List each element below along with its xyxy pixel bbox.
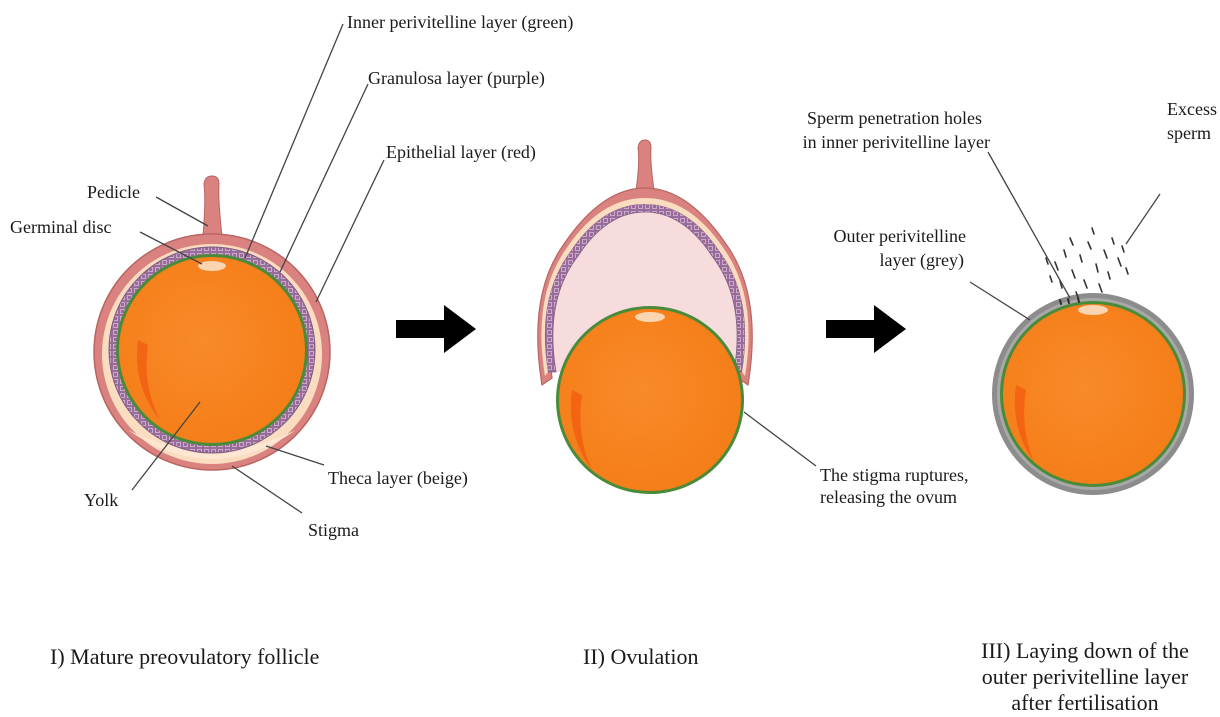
label-outer-perivitelline-1: Outer perivitelline — [834, 226, 966, 246]
leader-pedicle — [156, 197, 208, 226]
label-granulosa: Granulosa layer (purple) — [368, 68, 545, 89]
label-sperm-holes-1: Sperm penetration holes — [807, 108, 982, 128]
leader-sperm-holes — [988, 152, 1070, 298]
label-inner-perivitelline: Inner perivitelline layer (green) — [347, 12, 573, 33]
label-yolk: Yolk — [84, 490, 118, 510]
panel-fertilised-ovum — [992, 293, 1194, 495]
caption-panel-3-line-1: III) Laying down of the — [981, 638, 1189, 663]
caption-panel-2: II) Ovulation — [583, 644, 698, 669]
label-epithelial: Epithelial layer (red) — [386, 142, 536, 163]
germinal-disc-2 — [635, 312, 665, 322]
excess-sperm-cluster — [1046, 228, 1128, 297]
label-outer-perivitelline-2: layer (grey) — [880, 250, 964, 271]
label-pedicle: Pedicle — [87, 182, 140, 202]
label-stigma-ruptures-2: releasing the ovum — [820, 487, 957, 507]
panel-mature-follicle — [94, 176, 330, 470]
caption-panel-1: I) Mature preovulatory follicle — [50, 644, 319, 669]
label-germinal-disc: Germinal disc — [10, 217, 111, 237]
label-stigma-ruptures-1: The stigma ruptures, — [820, 465, 968, 485]
label-excess-sperm-1: Excess — [1167, 99, 1217, 119]
leader-excess-sperm — [1126, 194, 1160, 244]
pedicle-shape-2 — [636, 140, 654, 190]
right-arrow-icon — [396, 305, 476, 353]
leader-inner-perivitelline — [245, 24, 343, 258]
leader-epithelial — [316, 160, 384, 302]
yolk-3 — [1003, 304, 1183, 484]
leader-stigma — [232, 466, 302, 513]
pedicle-shape — [203, 176, 222, 236]
panel-ovulation — [538, 140, 753, 494]
leader-theca — [266, 446, 324, 465]
leader-outer-perivitelline — [970, 282, 1030, 320]
right-arrow-icon-2 — [826, 305, 906, 353]
released-ovum-yolk — [559, 309, 741, 491]
germinal-disc — [198, 261, 226, 271]
caption-panel-3-line-3: after fertilisation — [1011, 690, 1158, 715]
label-stigma: Stigma — [308, 520, 359, 540]
leader-granulosa — [280, 84, 368, 272]
label-sperm-holes-2: in inner perivitelline layer — [803, 132, 990, 152]
label-theca: Theca layer (beige) — [328, 468, 468, 489]
germinal-disc-3 — [1078, 305, 1108, 315]
caption-panel-3-line-2: outer perivitelline layer — [982, 664, 1189, 689]
label-excess-sperm-2: sperm — [1167, 123, 1211, 143]
leader-stigma-ruptures — [744, 412, 816, 466]
